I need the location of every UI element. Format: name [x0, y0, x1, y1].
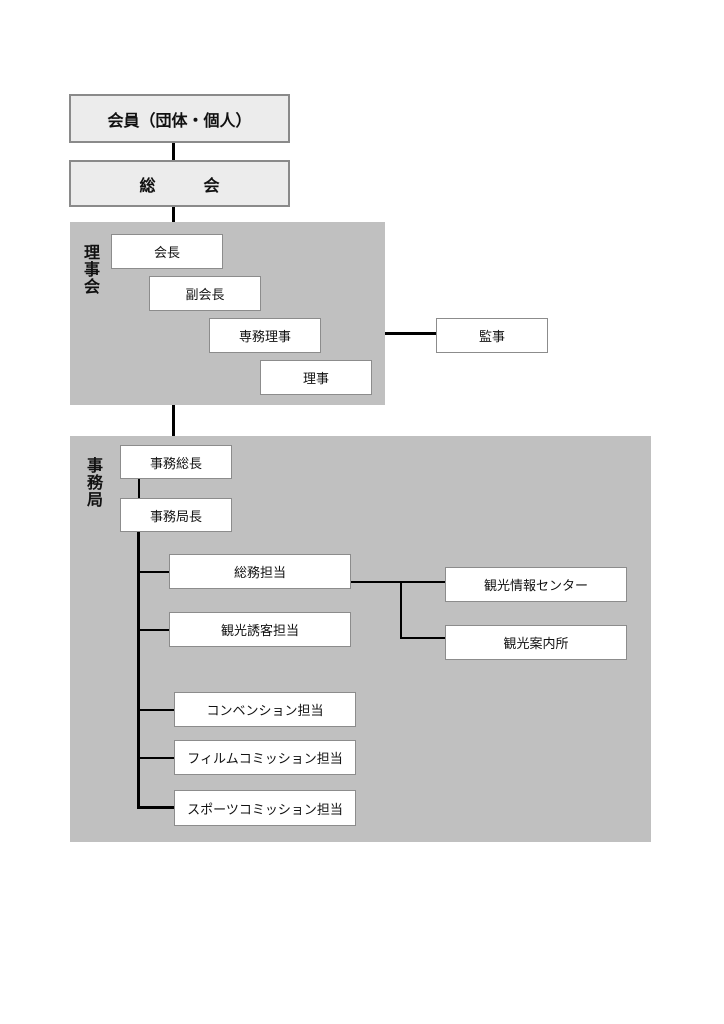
- members-box: 会員（団体・個人）: [69, 94, 290, 143]
- film-commission-box: フィルムコミッション担当: [174, 740, 356, 775]
- auditor-box: 監事: [436, 318, 548, 353]
- chairman-box: 会長: [111, 234, 223, 269]
- connector-branch-general: [137, 571, 169, 573]
- secretary-general-box: 事務総長: [120, 445, 232, 479]
- connector-assembly-board: [172, 207, 175, 222]
- connector-branch-film: [137, 757, 174, 759]
- convention-box: コンベンション担当: [174, 692, 356, 727]
- connector-board-secretariat: [172, 405, 175, 436]
- general-assembly-label: 総 会: [139, 175, 236, 195]
- connector-board-auditor: [385, 332, 436, 335]
- bureau-chief-box: 事務局長: [120, 498, 232, 532]
- connector-chief-trunk: [137, 532, 140, 808]
- connector-office: [400, 637, 445, 639]
- director-box: 理事: [260, 360, 372, 395]
- connector-branch-sports: [137, 806, 174, 809]
- connector-right-trunk: [400, 581, 402, 639]
- connector-secgen-chief: [138, 479, 140, 498]
- connector-branch-convention: [137, 709, 174, 711]
- tourism-attraction-box: 観光誘客担当: [169, 612, 351, 647]
- general-assembly-box: 総 会: [69, 160, 290, 207]
- general-affairs-box: 総務担当: [169, 554, 351, 589]
- sports-commission-box: スポーツコミッション担当: [174, 790, 356, 826]
- tourist-info-office-box: 観光案内所: [445, 625, 627, 660]
- connector-branch-tourism: [137, 629, 169, 631]
- secretariat-label: 事務局: [86, 456, 103, 509]
- tourist-info-center-box: 観光情報センター: [445, 567, 627, 602]
- executive-director-box: 専務理事: [209, 318, 321, 353]
- vice-chairman-box: 副会長: [149, 276, 261, 311]
- connector-members-assembly: [172, 143, 175, 160]
- connector-general-right: [351, 581, 445, 583]
- board-label: 理事会: [83, 243, 100, 296]
